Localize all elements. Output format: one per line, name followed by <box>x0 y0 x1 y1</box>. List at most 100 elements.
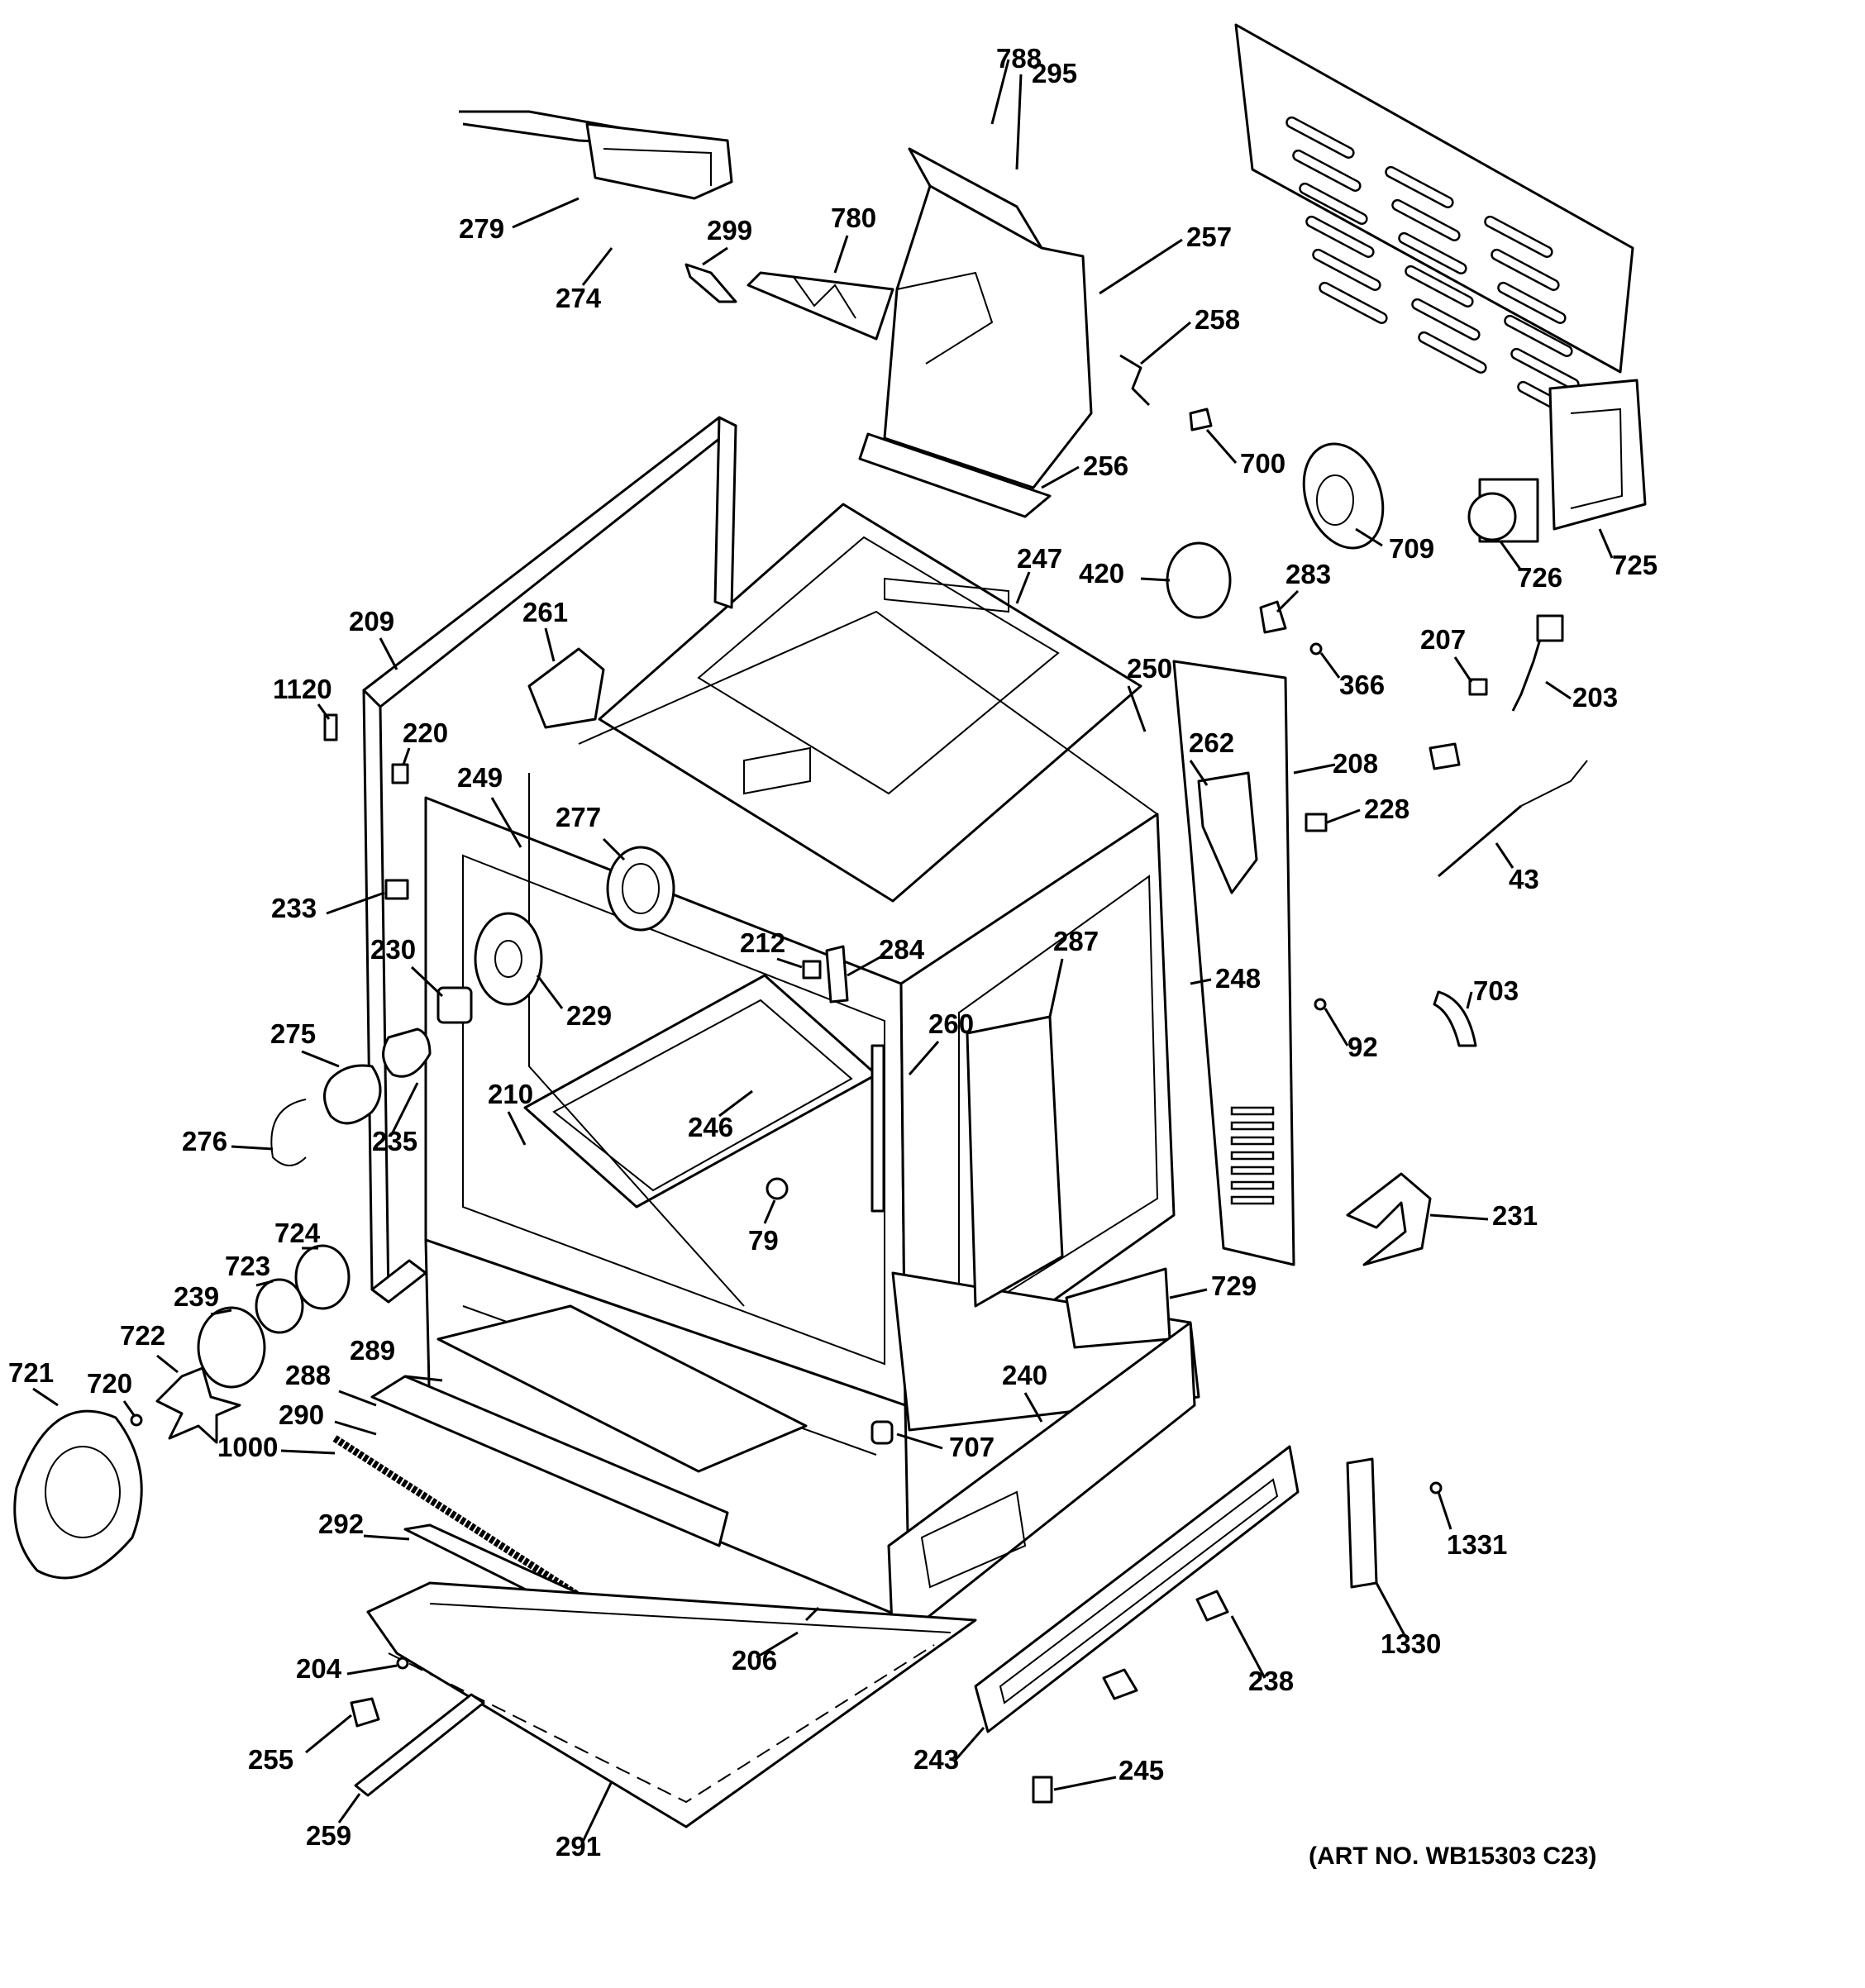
leader-206 <box>756 1631 799 1659</box>
leader-720 <box>122 1400 136 1416</box>
part-203-plug <box>1536 614 1564 642</box>
leader-92 <box>1324 1008 1349 1046</box>
part-212 <box>802 960 822 980</box>
callout-709: 709 <box>1389 533 1434 564</box>
leader-262 <box>1189 760 1209 786</box>
art-number: (ART NO. WB15303 C23) <box>1309 1843 1596 1870</box>
leader-725 <box>1598 528 1614 559</box>
part-231-bracket <box>1346 1172 1432 1266</box>
callout-79: 79 <box>748 1225 779 1256</box>
leader-258 <box>1140 321 1191 365</box>
callout-291: 291 <box>556 1831 601 1862</box>
leader-721 <box>32 1387 59 1407</box>
rear-panel-louvre <box>1484 215 1553 258</box>
leader-277 <box>602 837 626 861</box>
rear-panel-louvre <box>1391 198 1461 241</box>
leader-1000 <box>280 1449 336 1455</box>
callout-366: 366 <box>1339 670 1385 700</box>
leader-366 <box>1319 652 1341 679</box>
side-panel-vent <box>1230 1166 1275 1175</box>
leader-707 <box>896 1433 943 1450</box>
callout-289: 289 <box>350 1335 395 1366</box>
part-703 <box>1433 990 1477 1047</box>
callout-206: 206 <box>732 1645 777 1676</box>
callout-231: 231 <box>1492 1200 1538 1231</box>
leader-255 <box>305 1714 352 1754</box>
oven-top <box>598 503 1142 903</box>
callout-788: 788 <box>996 43 1042 74</box>
callout-292: 292 <box>318 1509 364 1539</box>
part-1120 <box>323 713 338 741</box>
leader-228 <box>1326 808 1361 824</box>
leader-788 <box>990 59 1010 125</box>
callout-284: 284 <box>879 934 925 965</box>
rear-panel <box>1234 23 1634 423</box>
part-284 <box>825 945 849 1004</box>
callout-235: 235 <box>372 1126 417 1156</box>
side-panel-vent <box>1230 1121 1275 1131</box>
rear-panel-louvre <box>1405 265 1474 307</box>
leader-208 <box>1293 763 1336 775</box>
leader-726 <box>1499 541 1523 571</box>
rear-panel-louvre <box>1292 149 1362 192</box>
leader-722 <box>156 1354 179 1374</box>
callout-240: 240 <box>1002 1360 1047 1390</box>
leader-246 <box>718 1089 753 1118</box>
leader-299 <box>702 246 728 266</box>
side-panel-vent <box>1230 1180 1275 1190</box>
leader-729 <box>1169 1288 1208 1299</box>
callout-1120: 1120 <box>273 674 332 704</box>
leader-276 <box>231 1145 274 1151</box>
side-panel-vent <box>1230 1106 1275 1116</box>
callout-247: 247 <box>1017 543 1062 574</box>
rear-panel-louvre <box>1398 231 1467 274</box>
part-255 <box>350 1697 380 1728</box>
callout-220: 220 <box>403 717 448 748</box>
callout-92: 92 <box>1347 1032 1378 1062</box>
leader-287 <box>1048 958 1064 1018</box>
leader-209 <box>379 637 398 670</box>
leader-204 <box>346 1664 398 1676</box>
part-238-foot-b <box>1102 1668 1138 1700</box>
callout-212: 212 <box>740 927 785 958</box>
leader-210 <box>507 1111 527 1146</box>
door-lock-assembly <box>459 110 733 200</box>
part-725-box <box>1548 379 1647 531</box>
part-243-base <box>974 1445 1300 1733</box>
leader-780 <box>833 235 849 274</box>
part-262-insulation <box>1197 771 1258 894</box>
part-259-rail <box>354 1693 485 1797</box>
callout-729: 729 <box>1211 1271 1257 1301</box>
leader-256 <box>1041 465 1080 489</box>
callout-780: 780 <box>831 203 876 233</box>
callout-707: 707 <box>949 1432 995 1462</box>
callout-283: 283 <box>1285 559 1331 589</box>
part-drawings <box>13 23 1647 1828</box>
callout-726: 726 <box>1517 562 1562 593</box>
leader-279 <box>512 197 580 229</box>
callout-295: 295 <box>1032 58 1077 88</box>
leader-292 <box>363 1534 410 1541</box>
part-366 <box>1309 642 1323 656</box>
leader-275 <box>301 1050 340 1068</box>
leader-291 <box>581 1781 613 1843</box>
part-700 <box>1189 408 1213 431</box>
leader-250 <box>1127 685 1147 732</box>
callout-208: 208 <box>1333 748 1378 779</box>
callout-299: 299 <box>707 215 752 246</box>
leader-257 <box>1099 238 1183 295</box>
part-207 <box>1468 678 1488 696</box>
callout-43: 43 <box>1509 864 1539 894</box>
part-780-clips <box>746 271 894 341</box>
leader-245 <box>1053 1776 1117 1791</box>
side-panel-vent <box>1230 1136 1275 1146</box>
part-plug <box>1429 742 1461 770</box>
leader-207 <box>1453 656 1473 683</box>
callout-230: 230 <box>370 934 416 965</box>
leader-79 <box>763 1199 776 1224</box>
rear-panel-louvre <box>1285 116 1355 159</box>
leader-lines <box>32 59 1614 1843</box>
leader-1330 <box>1375 1582 1407 1638</box>
